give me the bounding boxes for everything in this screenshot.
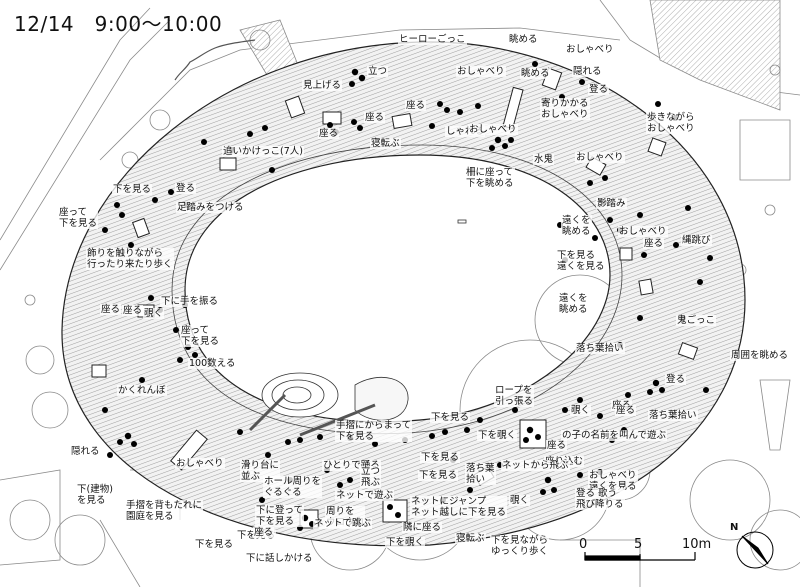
- annotation-label: しゃれる: [445, 126, 486, 137]
- annotation-label: 登る 歌う 飛び降りる: [575, 488, 625, 510]
- compass-icon: [736, 531, 774, 569]
- annotation-label: 寄りかかる おしゃべり: [540, 98, 590, 120]
- annotation-label: 座る: [364, 112, 386, 123]
- annotation-label: おしゃべり: [618, 226, 668, 237]
- annotation-label: 下に手を振る: [160, 296, 220, 307]
- annotation-label: 下に登って 下を見る: [255, 505, 305, 527]
- annotation-label: 影踏み: [596, 198, 627, 209]
- annotation-label: 手摺を背もたれに 園庭を見る: [125, 500, 204, 522]
- annotation-label: 座る: [615, 405, 637, 416]
- annotation-label: ヒーローごっこ: [398, 34, 467, 45]
- annotation-label: 歩きながら おしゃべり: [646, 112, 696, 134]
- annotation-label: 飾りを触りながら 行ったり来たり歩く: [86, 248, 174, 270]
- annotation-label: 下を見る 遠くを見る: [556, 250, 606, 272]
- annotation-label: 下を見る: [430, 412, 471, 423]
- annotation-label: 寝転ぶ: [455, 533, 486, 544]
- annotation-label: 落ち葉拾い: [575, 343, 625, 354]
- compass-north-label: N: [730, 522, 739, 533]
- annotation-label: 水鬼: [533, 154, 555, 165]
- annotation-label: 下を覗く: [385, 537, 426, 548]
- annotation-label: 座る: [122, 305, 144, 316]
- annotation-label: 覗く: [143, 308, 165, 319]
- annotation-label: おしゃべり: [468, 124, 518, 135]
- annotation-label: 下を見ながら ゆっくり歩く: [490, 535, 550, 557]
- fence-edge: [174, 39, 256, 81]
- annotation-label: 下に話しかける: [245, 553, 314, 564]
- scale-tick-0: 0: [579, 537, 588, 552]
- header-title: 12/14 9:00〜10:00: [14, 12, 223, 36]
- annotation-label: 座って 下を見る: [180, 325, 221, 347]
- annotation-label: 覗く: [570, 405, 592, 416]
- annotation-label: 100数える: [188, 358, 237, 369]
- annotation-label: 追いかけっこ(7人): [222, 146, 304, 157]
- annotation-label: おしゃべり: [565, 44, 615, 55]
- annotation-label: 立つ 飛ぶ: [360, 466, 382, 488]
- annotation-label: 見上げる: [302, 80, 343, 91]
- annotation-label: 登る: [175, 183, 197, 194]
- annotation-label: 座って 下を見る: [58, 207, 99, 229]
- annotation-label: 隠れる: [572, 66, 603, 77]
- annotation-label: 座る: [643, 238, 665, 249]
- annotation-label: 登る: [588, 84, 610, 95]
- annotation-label: 寝転ぶ: [370, 138, 401, 149]
- annotation-label: ひとりで踊る: [322, 460, 381, 471]
- annotation-label: 眺める: [508, 34, 539, 45]
- annotation-label: 登る: [665, 374, 687, 385]
- annotation-label: 遠くを 眺める: [561, 215, 592, 237]
- annotation-label: 座る: [405, 100, 427, 111]
- annotation-label: 座る: [253, 527, 275, 538]
- center-structures: [248, 219, 467, 437]
- annotation-label: ホール周りを ぐるぐる: [263, 476, 323, 498]
- annotation-label: ネットにジャンプ ネット越しに下を見る: [410, 496, 508, 518]
- annotation-label: おしゃべり: [456, 66, 506, 77]
- annotation-label: 座る: [546, 440, 568, 451]
- annotation-label: 下を見る: [112, 184, 153, 195]
- scale-tick-10m: 10m: [682, 537, 712, 552]
- annotation-label: おしゃべり: [175, 458, 225, 469]
- annotation-label: おしゃべり: [575, 152, 625, 163]
- annotation-label: ネットから飛ぶ: [501, 460, 570, 471]
- annotation-label: 縄跳び: [681, 235, 712, 246]
- annotation-label: 眺める: [520, 68, 551, 79]
- annotation-label: ネットで遊ぶ: [335, 490, 395, 501]
- annotation-label: 覗く: [509, 495, 531, 506]
- annotation-label: 手摺にからまって 下を見る: [335, 420, 413, 442]
- annotation-label: 足踏みをつける: [176, 202, 245, 213]
- annotation-label: 下(建物) を見る: [76, 484, 114, 506]
- annotation-label: 下を覗く: [477, 430, 518, 441]
- annotation-label: 下を見る: [420, 452, 461, 463]
- annotation-label: かくれんぼ: [117, 385, 167, 396]
- annotation-label: 隣に座る: [402, 522, 443, 533]
- annotation-label: おしゃべり 遠くを見る: [588, 470, 638, 492]
- annotation-label: 柵に座って 下を眺める: [465, 167, 515, 189]
- annotation-label: 落ち葉 拾い: [465, 463, 496, 485]
- annotation-label: 鬼ごっこ: [676, 315, 717, 326]
- annotation-label: 座る: [318, 128, 340, 139]
- annotation-label: ネットで跳ぶ: [313, 518, 373, 529]
- annotation-label: 座る: [100, 304, 122, 315]
- annotation-label: ロープを 引っ張る: [494, 385, 535, 407]
- annotation-label: の子の名前を叫んで遊ぶ: [561, 430, 668, 441]
- scale-tick-5: 5: [634, 537, 643, 552]
- annotation-label: 下を見る: [194, 539, 235, 550]
- annotation-label: 立つ: [367, 66, 389, 77]
- annotation-label: 遠くを 眺める: [558, 293, 589, 315]
- scale-bar: [584, 552, 696, 561]
- annotation-label: 下を見る: [418, 470, 459, 481]
- annotation-label: 隠れる: [70, 446, 101, 457]
- annotation-label: 周囲を眺める: [730, 350, 790, 361]
- annotation-label: 落ち葉拾い: [648, 410, 698, 421]
